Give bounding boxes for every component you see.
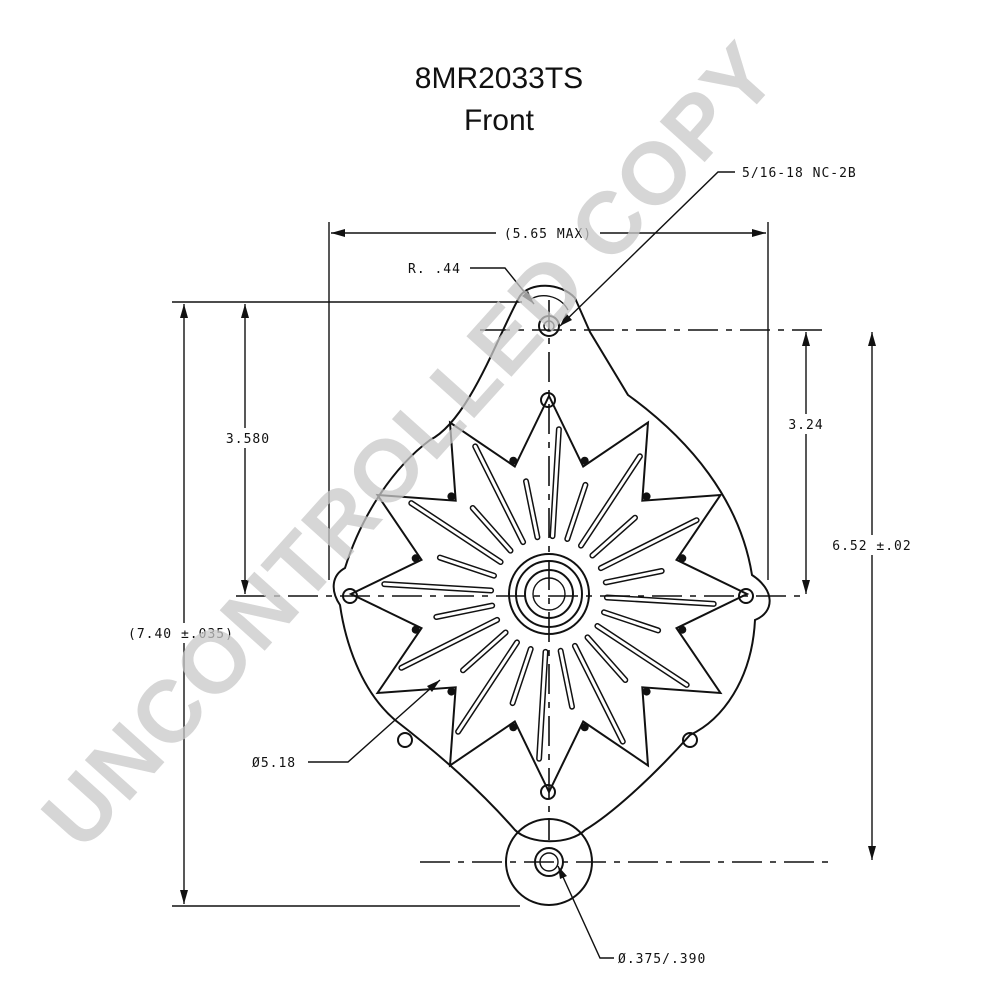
housing-outline bbox=[332, 284, 771, 843]
blade-rivet bbox=[509, 456, 518, 465]
blade-slot-inner bbox=[537, 650, 547, 761]
blade-slot-inner bbox=[604, 569, 664, 584]
dimension-lines bbox=[172, 222, 876, 907]
fan-blades bbox=[348, 393, 750, 795]
blade-rivet bbox=[411, 625, 420, 634]
top-to-center-label: 3.580 bbox=[226, 432, 270, 447]
leader-lines bbox=[308, 171, 735, 959]
blade-rivet bbox=[642, 492, 651, 501]
mount-to-mount-label: 6.52 ±.02 bbox=[832, 539, 911, 554]
blade-rivet bbox=[447, 492, 456, 501]
radius-label: R. .44 bbox=[408, 262, 461, 277]
blade-rivet bbox=[678, 625, 687, 634]
blade-slot-inner bbox=[461, 631, 508, 672]
blade-slot-inner bbox=[559, 649, 574, 709]
blade-rivet bbox=[580, 723, 589, 732]
thread-label: 5/16-18 NC-2B bbox=[742, 166, 857, 181]
watermark: UNCONTROLLED COPY bbox=[23, 23, 796, 867]
blade-slot-inner bbox=[438, 556, 496, 578]
blade-slot-inner bbox=[473, 444, 525, 544]
blade-slot-inner bbox=[409, 501, 503, 564]
blade-rivet bbox=[447, 687, 456, 696]
blade-slot-inner bbox=[456, 640, 519, 734]
blade-slot-inner bbox=[382, 582, 493, 592]
lower-bolt-hole bbox=[540, 784, 556, 800]
part-number-title: 8MR2033TS bbox=[415, 62, 583, 95]
blade-slot-inner bbox=[565, 483, 587, 541]
mounting-holes bbox=[342, 315, 754, 800]
overall-height-label: (7.40 ±.035) bbox=[128, 627, 234, 642]
view-title: Front bbox=[464, 104, 535, 137]
mount-to-center-label: 3.24 bbox=[788, 418, 823, 433]
blade-rivet bbox=[642, 687, 651, 696]
blade-rivet bbox=[411, 554, 420, 563]
blade-slot-inner bbox=[511, 647, 533, 705]
blade-slot-inner bbox=[579, 454, 642, 548]
blade-slot-inner bbox=[599, 518, 699, 570]
blade-slot-inner bbox=[524, 479, 539, 539]
blade-slot-inner bbox=[551, 427, 561, 538]
blade-slot-inner bbox=[590, 516, 637, 557]
blade-rivet bbox=[509, 723, 518, 732]
body-diameter-label: Ø5.18 bbox=[252, 756, 296, 771]
center-lines bbox=[236, 300, 830, 863]
mount-hole-label: Ø.375/.390 bbox=[618, 952, 706, 967]
blade-slot-inner bbox=[595, 624, 689, 687]
blade-rivet bbox=[678, 554, 687, 563]
overall-width-label: (5.65 MAX) bbox=[504, 227, 592, 242]
blade-slot-inner bbox=[586, 635, 627, 682]
blade-rivet bbox=[580, 456, 589, 465]
upper-bolt-hole bbox=[540, 392, 556, 408]
blade-slot-inner bbox=[573, 644, 625, 744]
right-bolt-hole bbox=[738, 588, 754, 604]
blade-slot-inner bbox=[605, 596, 716, 606]
blade-slot-inner bbox=[399, 618, 499, 670]
blade-slot-inner bbox=[471, 506, 512, 553]
blade-slot-inner bbox=[602, 610, 660, 632]
blade-slot-inner bbox=[434, 604, 494, 619]
